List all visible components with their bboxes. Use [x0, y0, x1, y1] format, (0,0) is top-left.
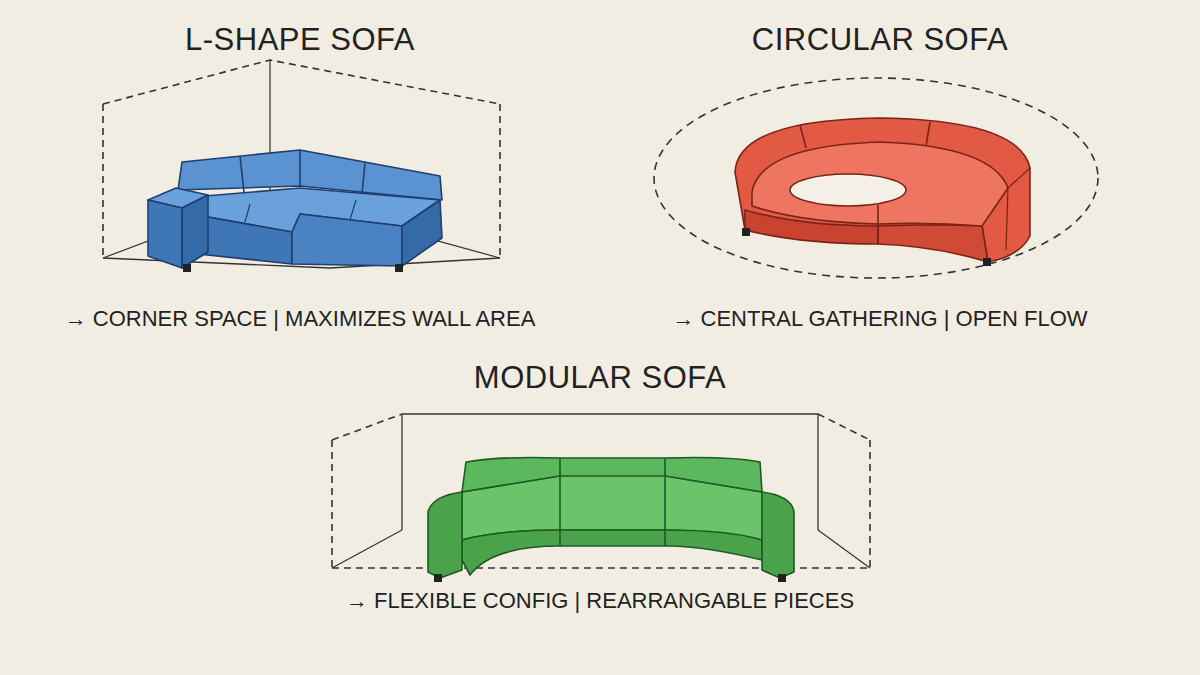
l-shape-sofa: [148, 150, 442, 272]
room-frame: [654, 78, 1098, 278]
modular-sofa: [428, 458, 794, 583]
sofa-panel: L-SHAPE SOFA → CORNER SPACE | MAXIMIZES W…: [40, 22, 560, 334]
sofa-title: L-SHAPE SOFA: [40, 22, 560, 58]
sofa-caption: → CENTRAL GATHERING | OPEN FLOW: [620, 304, 1140, 334]
sofa-title: MODULAR SOFA: [320, 360, 880, 396]
circular-sofa: [735, 118, 1030, 266]
room-frame: [103, 60, 500, 268]
sofa-caption: → FLEXIBLE CONFIG | REARRANGABLE PIECES: [320, 586, 880, 616]
sofa-caption: → CORNER SPACE | MAXIMIZES WALL AREA: [40, 304, 560, 334]
sofa-panel: MODULAR SOFA → FLEXIBLE CONFIG | REARRANG…: [320, 360, 880, 616]
sofa-title: CIRCULAR SOFA: [620, 22, 1140, 58]
sofa-panel: CIRCULAR SOFA → CENTRAL GATHERING | OPEN …: [620, 22, 1140, 334]
